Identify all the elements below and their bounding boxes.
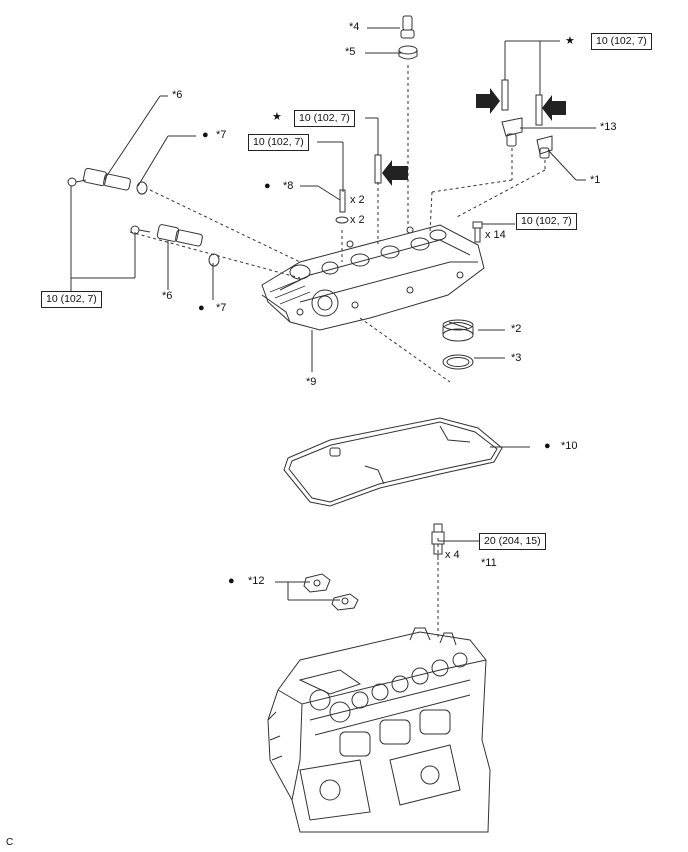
dot-symbol-8: ● — [264, 180, 271, 192]
callout-8: *8 — [283, 180, 294, 192]
callout-6-lower: *6 — [162, 290, 173, 302]
breather-plug-part — [400, 15, 415, 39]
cover-gasket — [283, 417, 503, 507]
washer — [335, 216, 349, 224]
callout-7-lower: *7 — [216, 302, 227, 314]
o-ring-upper — [136, 181, 148, 195]
quantity-washer: x 2 — [350, 214, 365, 226]
quantity-spark-plug: x 4 — [445, 549, 460, 561]
quantity-washer-bolt: x 2 — [350, 194, 365, 206]
callout-10: *10 — [561, 440, 578, 452]
callout-4: *4 — [349, 21, 360, 33]
oil-plug-part — [398, 45, 418, 60]
callout-13: *13 — [600, 121, 617, 133]
star-symbol-top-right: ★ — [565, 35, 575, 47]
dot-symbol-7-lower: ● — [198, 302, 205, 314]
sensor-bolts — [501, 79, 543, 126]
torque-box-oil-control-valve: 10 (102, 7) — [41, 291, 102, 308]
oil-filler-gasket — [442, 354, 474, 370]
cover-bolt-x14 — [472, 221, 483, 243]
quantity-cover-bolts: x 14 — [485, 229, 506, 241]
assembly-guide-lines — [129, 65, 546, 640]
dot-symbol-12: ● — [228, 575, 235, 587]
spark-plug — [431, 523, 445, 560]
oil-control-valve-lower — [130, 224, 203, 247]
star-symbol-center: ★ — [272, 111, 282, 123]
callout-5: *5 — [345, 46, 356, 58]
callout-9: *9 — [306, 376, 317, 388]
callout-1: *1 — [590, 174, 601, 186]
torque-box-spark-plug: 20 (204, 15) — [479, 533, 546, 550]
callout-3: *3 — [511, 352, 522, 364]
plug-tube-gaskets — [303, 573, 359, 611]
leader-lines — [70, 27, 596, 601]
torque-box-center-bolt: 10 (102, 7) — [294, 110, 355, 127]
cylinder-head-cover — [261, 224, 485, 331]
oil-control-valve-upper — [67, 167, 131, 191]
callout-7-upper: *7 — [216, 129, 227, 141]
oil-filler-cap — [442, 319, 474, 342]
o-ring-lower — [208, 253, 220, 267]
callout-6-upper: *6 — [172, 89, 183, 101]
washer-bolt — [339, 189, 346, 213]
callout-12: *12 — [248, 575, 265, 587]
torque-box-cover-bolts: 10 (102, 7) — [516, 213, 577, 230]
camshaft-sensor-1 — [536, 135, 553, 159]
torque-box-sensor-bolts: 10 (102, 7) — [591, 33, 652, 50]
callout-2: *2 — [511, 323, 522, 335]
center-bolt — [374, 154, 382, 184]
cylinder-head-engine — [267, 627, 491, 833]
dot-symbol-7-upper: ● — [202, 129, 209, 141]
callout-11: *11 — [481, 557, 497, 569]
camshaft-sensor-13 — [501, 117, 523, 147]
direction-arrows — [382, 88, 566, 186]
dot-symbol-10: ● — [544, 440, 551, 452]
figure-code: C — [6, 837, 14, 848]
torque-box-washer-bolt: 10 (102, 7) — [248, 134, 309, 151]
